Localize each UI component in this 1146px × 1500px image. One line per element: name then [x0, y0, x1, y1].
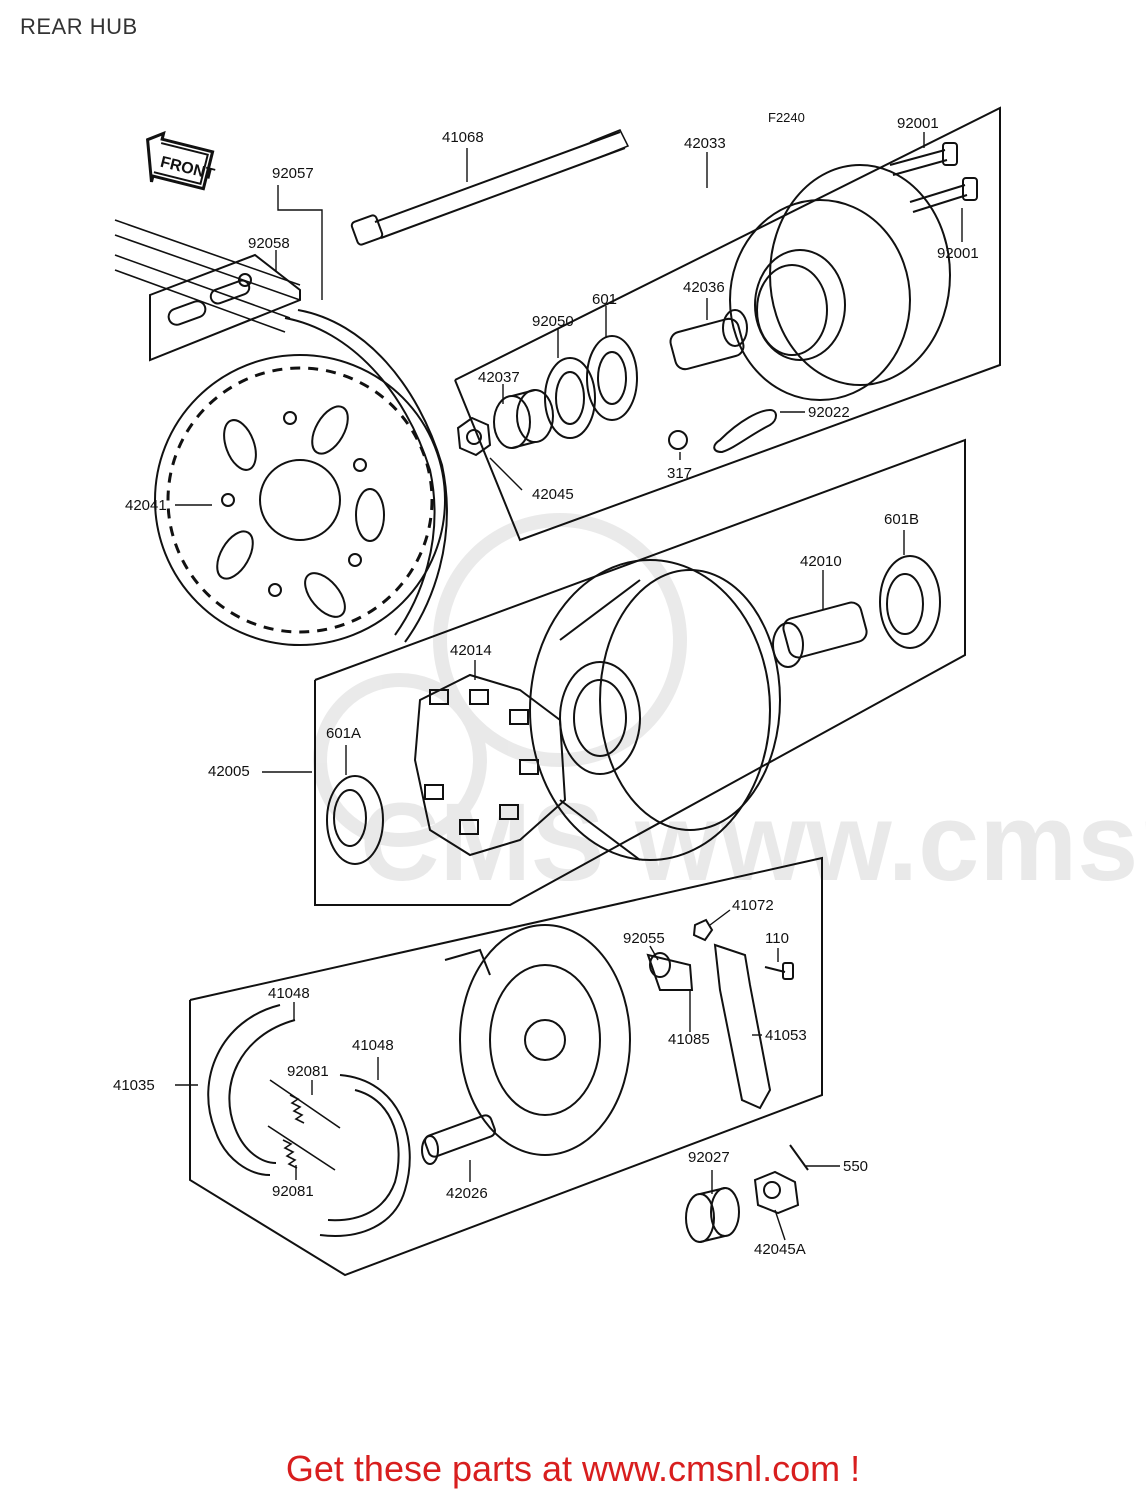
label-42005: 42005 — [208, 763, 250, 780]
label-92022: 92022 — [808, 404, 850, 421]
master-link — [149, 253, 301, 362]
brake-lever — [646, 918, 794, 1110]
leader-lines — [175, 132, 963, 1241]
label-42045: 42045 — [532, 486, 574, 503]
hub-sleeve — [669, 309, 748, 371]
middle-wheel-group — [314, 438, 966, 906]
label-317: 317 — [667, 465, 692, 482]
rear-axle — [350, 129, 630, 246]
label-92081-bottom: 92081 — [272, 1183, 314, 1200]
label-92050: 92050 — [532, 313, 574, 330]
brake-springs — [267, 1079, 341, 1171]
rear-hub-exploded-diagram: CMS www.cmsnl.com FRONT — [113, 106, 1146, 1277]
label-601B: 601B — [884, 511, 919, 528]
brake-panel — [444, 924, 631, 1156]
bearing-601 — [586, 335, 638, 421]
chain-links — [284, 309, 448, 643]
rear-sprocket — [154, 354, 446, 646]
figure-code: F2240 — [768, 110, 805, 125]
label-42026: 42026 — [446, 1185, 488, 1202]
oil-seal — [544, 357, 596, 439]
page-title: REAR HUB — [20, 14, 138, 39]
bearing-601A — [326, 775, 384, 865]
hub-damper — [413, 673, 567, 857]
drive-chain — [114, 219, 301, 333]
label-92001-top: 92001 — [897, 115, 939, 132]
label-92081-top: 92081 — [287, 1063, 329, 1080]
label-42037: 42037 — [478, 369, 520, 386]
footer-promo-link[interactable]: Get these parts at www.cmsnl.com ! — [285, 1448, 861, 1489]
axle-nut — [456, 416, 492, 457]
label-41085: 41085 — [668, 1031, 710, 1048]
sprocket-hub — [729, 164, 951, 401]
label-42036: 42036 — [683, 279, 725, 296]
label-92058: 92058 — [248, 235, 290, 252]
collar — [493, 389, 554, 449]
front-arrow-icon: FRONT — [145, 130, 216, 191]
lock-plate — [668, 408, 777, 454]
label-601A: 601A — [326, 725, 361, 742]
label-92001-bottom: 92001 — [937, 245, 979, 262]
label-92055: 92055 — [623, 930, 665, 947]
label-601: 601 — [592, 291, 617, 308]
label-42041: 42041 — [125, 497, 167, 514]
brake-shoes — [207, 1004, 411, 1237]
axle-spacer-nut — [685, 1144, 809, 1243]
wheel-hub — [529, 559, 781, 861]
bearing-601B — [879, 555, 941, 649]
label-41048-left: 41048 — [268, 985, 310, 1002]
lower-brake-group — [189, 856, 823, 1277]
watermark: CMS www.cmsnl.com — [313, 513, 1146, 904]
distance-collar — [772, 601, 868, 668]
label-41035: 41035 — [113, 1077, 155, 1094]
brake-cam — [421, 1114, 496, 1165]
label-92057: 92057 — [272, 165, 314, 182]
label-41048-right: 41048 — [352, 1037, 394, 1054]
upper-hub-group — [454, 106, 1001, 542]
part-labels: F2240 41068 42033 92001 92001 92057 9205… — [113, 110, 979, 1258]
label-42010: 42010 — [800, 553, 842, 570]
label-42033: 42033 — [684, 135, 726, 152]
label-92027: 92027 — [688, 1149, 730, 1166]
label-550: 550 — [843, 1158, 868, 1175]
label-42014: 42014 — [450, 642, 492, 659]
label-41068: 41068 — [442, 129, 484, 146]
label-110: 110 — [765, 930, 789, 947]
label-41053: 41053 — [765, 1027, 807, 1044]
hub-bolts — [889, 142, 978, 213]
label-41072: 41072 — [732, 897, 774, 914]
label-42045A: 42045A — [754, 1241, 806, 1258]
watermark-text: CMS www.cmsnl.com — [360, 781, 1146, 904]
